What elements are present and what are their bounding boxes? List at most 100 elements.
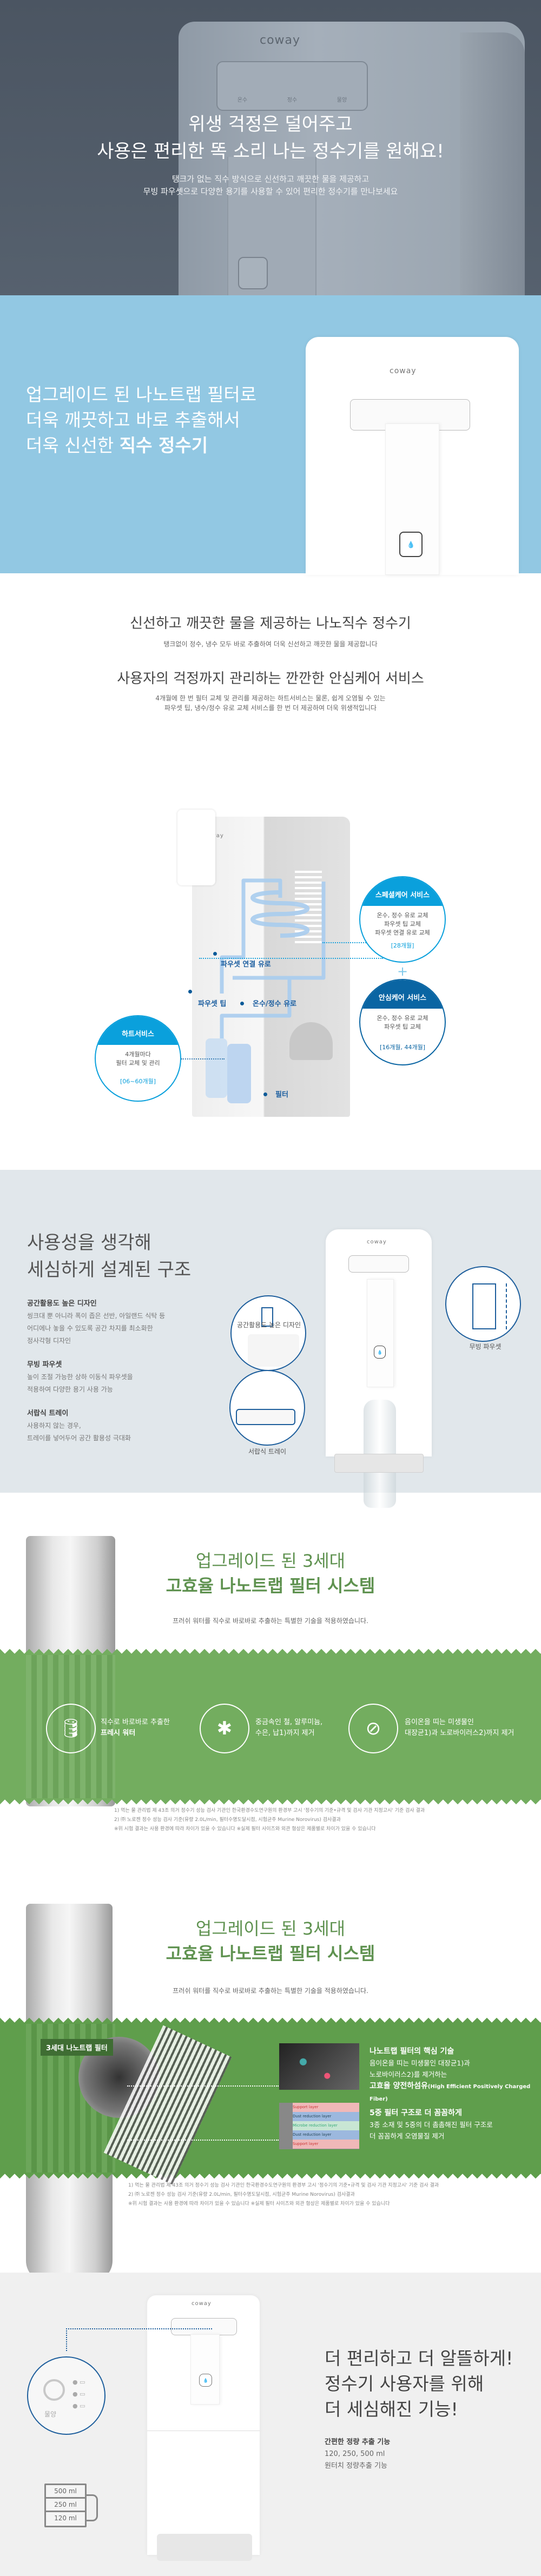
faucet xyxy=(367,1279,394,1387)
feature-line: 어디에나 놓을 수 있도록 공간 차지를 최소화한 xyxy=(27,1325,153,1332)
footnote: 2) ㈜ 노로젠 정수 성능 검사 기준(유량 2.0L/min, 필터수명도달… xyxy=(128,2192,355,2197)
service-item: 필터 교체 및 관리 xyxy=(116,1059,160,1067)
label-filter: 필터 xyxy=(275,1091,288,1099)
filter-subtitle: 프러쉬 워터를 직수로 바로바로 추출하는 특별한 기술을 적용하였습니다. xyxy=(173,1987,368,1995)
hero-subtitle-line: 무빙 파우셋으로 다양한 용기를 사용할 수 있어 편리한 정수기를 만나보세요 xyxy=(143,187,398,196)
product-image: coway 💧 xyxy=(326,1229,432,1508)
feature-line: 사용하지 않는 경우, xyxy=(27,1422,81,1429)
plus-icon: + xyxy=(397,964,408,979)
usability-heading: 사용성을 생각해 세심하게 설계된 구조 xyxy=(27,1229,191,1283)
filter-system-section: 업그레이드 된 3세대 고효율 나노트랩 필터 시스템 프러쉬 워터를 직수로 … xyxy=(0,1493,541,1855)
pin-marker xyxy=(213,952,217,956)
feature-line: 120, 250, 500 ml xyxy=(325,2450,385,2458)
nanotrap-filter-section: 업그레이드 된 3세대 고효율 나노트랩 필터 시스템 프러쉬 워터를 직수로 … xyxy=(0,1855,541,2282)
description-line: 파우셋 팁, 냉수/정수 유로 교체 서비스를 한 번 더 제공하여 더욱 위생… xyxy=(164,704,377,712)
feature-drawer-tray: 서랍식 트레이 사용하지 않는 경우, 트레이를 넣어두어 공간 활용성 극대화 xyxy=(27,1407,131,1445)
panel-amount-label: 물양 xyxy=(337,97,347,103)
feature-title: 공간활용도 높은 디자인 xyxy=(27,1300,97,1308)
dotted-connector xyxy=(66,2328,212,2351)
heading-line: 더 세심해진 기능! xyxy=(325,2399,458,2420)
heading-line: 업그레이드 된 3세대 xyxy=(195,1918,346,1939)
convenience-heading: 더 편리하고 더 알뜰하게! 정수기 사용자를 위해 더 세심해진 기능! xyxy=(325,2346,513,2422)
layers-title: 5중 필터 구조로 더 꼼꼼하게 xyxy=(370,2109,462,2117)
headline-line: 더욱 신선한 xyxy=(26,435,120,456)
service-period: [16개월, 44개월] xyxy=(379,1044,426,1051)
water-drop-button-icon: 💧 xyxy=(374,1346,386,1359)
label-water-path: 온수/정수 유로 xyxy=(253,1000,297,1008)
care-service-section: 신선하고 깨끗한 물을 제공하는 나노직수 정수기 탱크없이 정수, 냉수 모두… xyxy=(0,573,541,1170)
dotted-arrow xyxy=(181,1058,225,1059)
service-title: 안심케어 서비스 xyxy=(360,980,445,1009)
heading-line: 정수기 사용자를 위해 xyxy=(325,2373,484,2394)
heading-line: 사용성을 생각해 xyxy=(27,1232,151,1254)
tech-title: 나노트랩 필터의 핵심 기술 xyxy=(370,2047,454,2056)
feature-title: 간편한 정량 추출 기능 xyxy=(325,2438,391,2446)
filter-subtitle: 프러쉬 워터를 직수로 바로바로 추출하는 특별한 기술을 적용하였습니다. xyxy=(173,1617,368,1625)
feature-text: 음이온을 띠는 미생물인 대장균1)과 노로바이러스2)까지 제거 xyxy=(405,1717,514,1739)
feature-text: 중금속인 철, 알루미늄, 수은, 납1)까지 제거 xyxy=(255,1717,322,1739)
brand-logo: coway xyxy=(260,34,301,47)
heading-line: 업그레이드 된 3세대 xyxy=(195,1551,346,1571)
control-panel xyxy=(348,1255,409,1273)
service-item: 파우셋 팁 교체 xyxy=(384,1023,421,1030)
cup-handle-icon xyxy=(85,2494,98,2521)
cup-level-label: 250 ml xyxy=(46,2499,85,2512)
footnote: 1) 먹는 물 관리법 제 43조 의거 정수기 성능 검사 기관인 한국환경수… xyxy=(128,2183,439,2188)
faucet xyxy=(190,2334,220,2405)
hero-title-line: 사용은 편리한 똑 소리 나는 정수기를 원해요! xyxy=(97,141,444,162)
dotted-connector xyxy=(127,2085,279,2087)
drawer-tray xyxy=(334,1454,424,1473)
faucet-connection-pipe xyxy=(220,878,282,994)
feature-line: 씽크대 뿐 아니라 폭이 좁은 선반, 아일랜드 식탁 등 xyxy=(27,1312,166,1320)
layers-line: 더 꼼꼼하게 오염물질 제거 xyxy=(370,2132,445,2140)
section-heading: 사용자의 걱정까지 관리하는 깐깐한 안심케어 서비스 xyxy=(117,671,424,687)
feature-line: 적용하여 다양한 용기 사용 가능 xyxy=(27,1386,113,1393)
hot-cold-pipe xyxy=(220,976,292,1038)
hero-title: 위생 걱정은 덜어주고 사용은 편리한 똑 소리 나는 정수기를 원해요! xyxy=(0,111,541,165)
green-feature-band: 🛢 직수로 바로바로 추출한 프레시 워터 ✱ 중금속인 철, 알루미늄, 수은… xyxy=(0,1648,541,1805)
charged-fiber-image xyxy=(279,2043,359,2090)
heavy-metal-molecule-icon: ✱ xyxy=(200,1704,249,1753)
layers-description: 5중 필터 구조로 더 꼼꼼하게 3종 소재 및 5중의 더 촘촘해진 필터 구… xyxy=(370,2107,493,2142)
upgrade-section: 업그레이드 된 나노트랩 필터로 더욱 깨끗하고 바로 추출해서 더욱 신선한 … xyxy=(0,295,541,575)
service-item: 4개월마다 xyxy=(125,1051,151,1058)
zoom-circle-compact-design xyxy=(230,1295,306,1371)
service-title: 스페셜케어 서비스 xyxy=(360,877,445,906)
service-item: 온수, 정수 유로 교체 xyxy=(377,912,428,919)
service-item: 온수, 정수 유로 교체 xyxy=(377,1015,428,1022)
feature-line: 트레이를 넣어두어 공간 활용성 극대화 xyxy=(27,1434,131,1442)
filter-heading: 업그레이드 된 3세대 고효율 나노트랩 필터 시스템 xyxy=(0,1548,541,1598)
panel-hot-label: 온수 xyxy=(237,97,248,103)
footnote: 2) ㈜ 노로젠 정수 성능 검사 기준(유량 2.0L/min, 필터수명도달… xyxy=(114,1817,341,1823)
quantity-dispense-section: coway 💧 ● ▭● ▭● ▭ 물양 500 ml 250 ml 120 m… xyxy=(0,2273,541,2576)
filter-cartridge xyxy=(206,1038,227,1098)
feature-line: 원터치 정량추출 기능 xyxy=(325,2462,387,2470)
label-faucet-tip: 파우셋 팁 xyxy=(198,1000,227,1008)
dotted-arrow xyxy=(199,958,383,959)
feature-line: 정사각형 디자인 xyxy=(27,1337,71,1345)
hero-subtitle-line: 탱크가 없는 직수 방식으로 신선하고 깨끗한 물을 제공하고 xyxy=(171,174,370,184)
green-tech-band: 3세대 나노트랩 필터 나노트랩 필터의 핵심 기술 음이온을 띠는 미생물인 … xyxy=(0,2017,541,2185)
footnote: ※위 시험 결과는 사용 환경에 따라 차이가 있을 수 있습니다 ※실제 필터… xyxy=(128,2201,390,2207)
layers-line: 3종 소재 및 5중의 더 촘촘해진 필터 구조로 xyxy=(370,2121,493,2129)
feature-text: 직수로 바로바로 추출한 프레시 워터 xyxy=(101,1717,170,1739)
layer-label: Dust reduction layer xyxy=(293,2130,359,2140)
description-line: 4개월에 한 번 필터 교체 및 관리를 제공하는 하트서비스는 물론, 쉽게 … xyxy=(155,694,386,702)
hero-subtitle: 탱크가 없는 직수 방식으로 신선하고 깨끗한 물을 제공하고 무빙 파우셋으로… xyxy=(0,173,541,198)
tech-bold: 고효율 양전하섬유 xyxy=(370,2082,428,2090)
control-panel xyxy=(171,2318,237,2335)
faucet xyxy=(177,810,215,885)
filter-heading: 업그레이드 된 3세대 고효율 나노트랩 필터 시스템 xyxy=(0,1916,541,1966)
heart-service-badge: 하트서비스 4개월마다 필터 교체 및 관리 [06~60개월] xyxy=(95,1015,181,1102)
brand-logo: coway xyxy=(390,367,417,375)
pin-marker xyxy=(263,1092,267,1096)
feature-line: 높이 조절 가능한 상하 이동식 파우셋을 xyxy=(27,1373,133,1381)
footnotes: 1) 먹는 물 관리법 제 43조 의거 정수기 성능 검사 기관인 한국환경수… xyxy=(114,1806,425,1834)
feature-title: 무빙 파우셋 xyxy=(27,1361,62,1369)
heading-line: 세심하게 설계된 구조 xyxy=(27,1259,192,1281)
amount-button-icon xyxy=(43,2379,65,2401)
filter-cartridge-icon: 🛢 xyxy=(46,1704,96,1753)
tech-description: 나노트랩 필터의 핵심 기술 음이온을 띠는 미생물인 대장균1)과 노로바이러… xyxy=(370,2045,541,2105)
filter-cartridge xyxy=(227,1044,251,1103)
hero-section: coway 온수 정수 물양 위생 걱정은 덜어주고 사용은 편리한 똑 소리 … xyxy=(0,0,541,303)
